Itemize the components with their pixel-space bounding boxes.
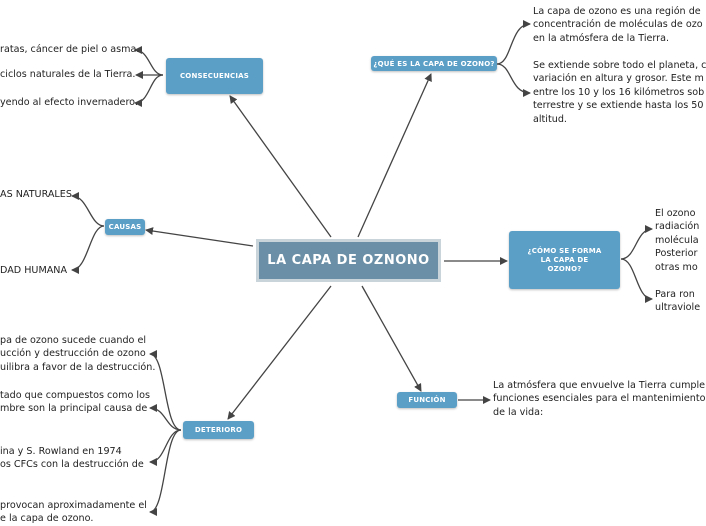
edge-to-que-es — [357, 73, 432, 238]
causas-item-2: DAD HUMANA — [0, 265, 68, 276]
como-label-line: LA CAPA DE — [540, 255, 589, 264]
causas-label: CAUSAS — [108, 223, 142, 231]
funcion-text-line: funciones esenciales para el mantenimien… — [493, 393, 706, 405]
consecuencias-item-2: ciclos naturales de la Tierra. — [0, 69, 136, 80]
deterioro-item-3: ina y S. Rowland en 1974 os CFCs con la … — [0, 445, 144, 472]
que-es-p1-line: en la atmósfera de la Tierra. — [533, 32, 670, 44]
central-topic-title: LA CAPA DE OZNONO — [267, 253, 430, 268]
consecuencias-node[interactable]: CONSECUENCIAS — [166, 58, 263, 94]
consecuencias-label: CONSECUENCIAS — [179, 72, 250, 80]
edge-que-1 — [496, 20, 531, 65]
deterioro-item-3-line: ina y S. Rowland en 1974 — [0, 446, 122, 457]
como-p2-line: Para ron — [655, 289, 695, 300]
deterioro-item-1-line: uilibra a favor de la destrucción. — [0, 361, 156, 373]
edge-cons-1 — [134, 46, 164, 76]
que-es-label: ¿QUÉ ES LA CAPA DE OZONO? — [373, 59, 495, 68]
edge-to-funcion — [361, 285, 422, 392]
que-es-p2-line: entre los 10 y los 16 kilómetros sob — [533, 86, 705, 98]
como-paragraph-1: El ozono radiación molécula Posterior ot… — [655, 207, 699, 274]
deterioro-item-1-line: pa de ozono sucede cuando el — [0, 335, 147, 346]
deterioro-item-1-line: ucción y destrucción de ozono — [0, 348, 146, 360]
edge-det-2 — [149, 404, 182, 431]
edge-to-causas — [145, 227, 254, 247]
edge-det-1 — [149, 350, 182, 431]
deterioro-item-4-line: provocan aproximadamente el — [0, 500, 147, 511]
deterioro-item-2: tado que compuestos como los mbre son la… — [0, 389, 150, 416]
funcion-text-line: La atmósfera que envuelve la Tierra cump… — [493, 380, 706, 391]
funcion-text-line: de la vida: — [493, 406, 544, 418]
como-p1-line: molécula — [655, 234, 699, 246]
deterioro-item-3-line: os CFCs con la destrucción de — [0, 459, 144, 471]
causas-node[interactable]: CAUSAS — [105, 219, 145, 235]
edge-to-consecuencias — [229, 95, 332, 238]
edge-como-1 — [620, 225, 653, 260]
edge-det-4 — [149, 429, 182, 516]
deterioro-item-2-line: mbre son la principal causa de — [0, 403, 148, 415]
que-es-paragraph-1: La capa de ozono es una región de concen… — [533, 5, 703, 45]
deterioro-label: DETERIORO — [194, 426, 243, 434]
funcion-label: FUNCIÓN — [408, 396, 446, 404]
edge-que-2 — [496, 63, 531, 97]
como-label-line: OZONO? — [547, 264, 582, 273]
connector-layer — [71, 20, 653, 516]
como-paragraph-2: Para ron ultraviole — [655, 288, 700, 315]
edge-causas-2 — [71, 225, 105, 274]
como-p1-line: otras mo — [655, 261, 698, 273]
deterioro-item-4: provocan aproximadamente el e la capa de… — [0, 499, 147, 526]
funcion-text: La atmósfera que envuelve la Tierra cump… — [493, 379, 706, 419]
consecuencias-item-1: ratas, cáncer de piel o asma. — [0, 44, 140, 55]
como-p2-line: ultraviole — [655, 302, 701, 314]
deterioro-item-1: pa de ozono sucede cuando el ucción y de… — [0, 334, 155, 374]
que-es-p1-line: concentración de moléculas de ozo — [533, 19, 703, 31]
edge-cons-3 — [134, 74, 164, 107]
central-topic-node[interactable]: LA CAPA DE OZNONO — [256, 239, 441, 282]
que-es-paragraph-2: Se extiende sobre todo el planeta, c var… — [533, 59, 706, 126]
que-es-p2-line: variación en altura y grosor. Este m — [533, 73, 704, 85]
edge-to-deterioro — [227, 285, 332, 420]
edge-det-3 — [149, 429, 182, 466]
causas-item-1: AS NATURALES — [0, 189, 72, 200]
que-es-p2-line: altitud. — [533, 113, 567, 125]
deterioro-node[interactable]: DETERIORO — [183, 421, 254, 439]
que-es-p2-line: terrestre y se extiende hasta los 50 — [533, 100, 704, 112]
que-es-p1-line: La capa de ozono es una región de — [533, 6, 701, 17]
que-es-node[interactable]: ¿QUÉ ES LA CAPA DE OZONO? — [371, 56, 497, 71]
como-p1-line: Posterior — [655, 248, 698, 260]
deterioro-item-2-line: tado que compuestos como los — [0, 390, 150, 401]
como-label-line: ¿CÓMO SE FORMA — [527, 246, 602, 255]
como-se-forma-node[interactable]: ¿CÓMO SE FORMA LA CAPA DE OZONO? — [509, 231, 620, 289]
deterioro-item-4-line: e la capa de ozono. — [0, 513, 94, 525]
consecuencias-item-3: yendo al efecto invernadero. — [0, 97, 138, 108]
como-p1-line: radiación — [655, 221, 700, 233]
funcion-node[interactable]: FUNCIÓN — [397, 392, 457, 408]
que-es-p2-line: Se extiende sobre todo el planeta, c — [533, 60, 706, 71]
edge-causas-1 — [71, 192, 105, 227]
como-p1-line: El ozono — [655, 208, 696, 219]
edge-como-2 — [620, 258, 653, 303]
